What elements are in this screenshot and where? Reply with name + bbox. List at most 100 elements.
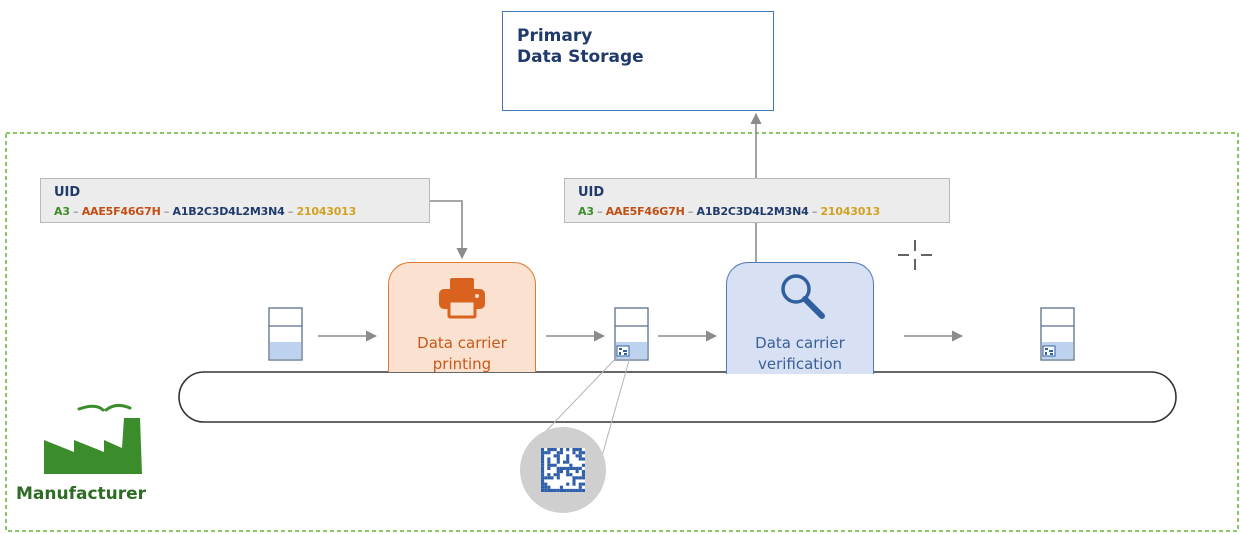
uid-label: UID — [578, 185, 605, 200]
data-matrix-cell — [581, 488, 585, 492]
data-matrix-cell — [563, 488, 567, 492]
data-matrix-cell — [569, 488, 573, 492]
crosshair-cursor — [898, 240, 932, 270]
data-matrix-cell — [550, 476, 554, 480]
data-matrix-cell — [544, 482, 548, 486]
data-matrix-cell — [556, 457, 560, 461]
data-matrix-cell — [572, 448, 576, 452]
data-matrix-cell — [581, 482, 585, 486]
product-verified — [1040, 307, 1075, 361]
data-matrix-cell — [572, 451, 576, 455]
data-matrix-zoom — [520, 427, 606, 513]
data-matrix-cell — [547, 463, 551, 467]
data-matrix-cell — [553, 473, 557, 477]
data-matrix-cell — [556, 476, 560, 480]
factory-icon — [44, 403, 142, 474]
data-matrix-cell — [544, 488, 548, 492]
data-matrix-cell — [566, 457, 570, 461]
printer-icon — [439, 278, 485, 319]
data-matrix-cell — [578, 488, 582, 492]
uid-issuer-code: A3 — [578, 205, 594, 218]
data-matrix-cell — [556, 460, 560, 464]
conveyor-belt — [178, 371, 1177, 423]
data-matrix-cell — [578, 448, 582, 452]
data-matrix-cell — [541, 470, 545, 474]
uid-separator: – — [808, 205, 821, 218]
data-matrix-cell — [556, 454, 560, 458]
data-matrix-cell — [566, 488, 570, 492]
data-matrix-cell — [581, 457, 585, 461]
data-matrix-cell — [581, 470, 585, 474]
data-matrix-cell — [541, 448, 545, 452]
data-matrix-cell — [559, 448, 563, 452]
data-matrix-cell — [569, 463, 573, 467]
data-matrix-cell — [559, 451, 563, 455]
data-matrix-cell — [566, 448, 570, 452]
data-matrix-cell — [581, 451, 585, 455]
data-matrix-cell — [575, 470, 579, 474]
data-matrix-cell — [578, 485, 582, 489]
data-matrix-cell — [575, 466, 579, 470]
magnifier-icon — [781, 274, 825, 319]
data-matrix-cell — [566, 466, 570, 470]
data-matrix-cell — [559, 466, 563, 470]
uid-code: A3 – AAE5F46G7H – A1B2C3D4L2M3N4 – 21043… — [54, 205, 356, 218]
data-matrix-cell — [578, 454, 582, 458]
uid-label: UID — [54, 185, 81, 200]
uid-part-a: AAE5F46G7H — [605, 205, 685, 218]
data-matrix-cell — [578, 466, 582, 470]
uid-part-c: 21043013 — [296, 205, 357, 218]
data-matrix-cell — [581, 463, 585, 467]
data-matrix-cell — [566, 482, 570, 486]
printing-station: Data carrier printing — [388, 262, 536, 372]
data-matrix-cell — [547, 473, 551, 477]
data-matrix-cell — [578, 451, 582, 455]
data-matrix-cell — [575, 454, 579, 458]
uid-part-c: 21043013 — [820, 205, 881, 218]
data-matrix-cell — [575, 476, 579, 480]
data-matrix-cell — [572, 479, 576, 483]
verification-station-label: Data carrier verification — [755, 334, 845, 373]
data-matrix-cell — [547, 485, 551, 489]
data-matrix-cell — [547, 451, 551, 455]
data-matrix-cell — [553, 448, 557, 452]
data-matrix-cell — [541, 473, 545, 477]
data-matrix-cell — [569, 466, 573, 470]
manufacturer-label: Manufacturer — [16, 484, 147, 504]
data-matrix-cell — [547, 457, 551, 461]
data-matrix-cell — [547, 460, 551, 464]
data-matrix-cell — [550, 488, 554, 492]
uid-separator: – — [684, 205, 697, 218]
data-matrix-cell — [541, 457, 545, 461]
uid-part-a: AAE5F46G7H — [81, 205, 161, 218]
data-matrix-cell — [544, 476, 548, 480]
data-matrix-cell — [575, 448, 579, 452]
data-matrix-cell — [547, 448, 551, 452]
data-matrix-cell — [541, 466, 545, 470]
data-matrix-cell — [575, 488, 579, 492]
data-matrix-cell — [541, 479, 545, 483]
data-matrix-cell — [572, 488, 576, 492]
data-matrix-cell — [566, 454, 570, 458]
data-matrix-cell — [566, 460, 570, 464]
data-matrix-cell — [578, 457, 582, 461]
data-matrix-cell — [553, 463, 557, 467]
data-matrix-cell — [556, 470, 560, 474]
data-matrix-cell — [572, 476, 576, 480]
data-matrix-cell — [553, 454, 557, 458]
uid-code: A3 – AAE5F46G7H – A1B2C3D4L2M3N4 – 21043… — [578, 205, 880, 218]
uid-box-verification: UID A3 – AAE5F46G7H – A1B2C3D4L2M3N4 – 2… — [564, 178, 950, 223]
data-matrix-cell — [544, 485, 548, 489]
data-matrix-cell — [547, 466, 551, 470]
data-matrix-cell — [553, 488, 557, 492]
data-matrix-cell — [578, 482, 582, 486]
storage-title: Primary Data Storage — [517, 26, 644, 67]
arrow-uid-to-printer — [430, 200, 468, 260]
data-matrix-cell — [544, 451, 548, 455]
data-matrix-cell — [541, 463, 545, 467]
data-matrix-cell — [572, 466, 576, 470]
data-matrix-cell — [556, 488, 560, 492]
uid-separator: – — [593, 205, 606, 218]
uid-issuer-code: A3 — [54, 205, 70, 218]
product-unmarked — [268, 307, 303, 361]
